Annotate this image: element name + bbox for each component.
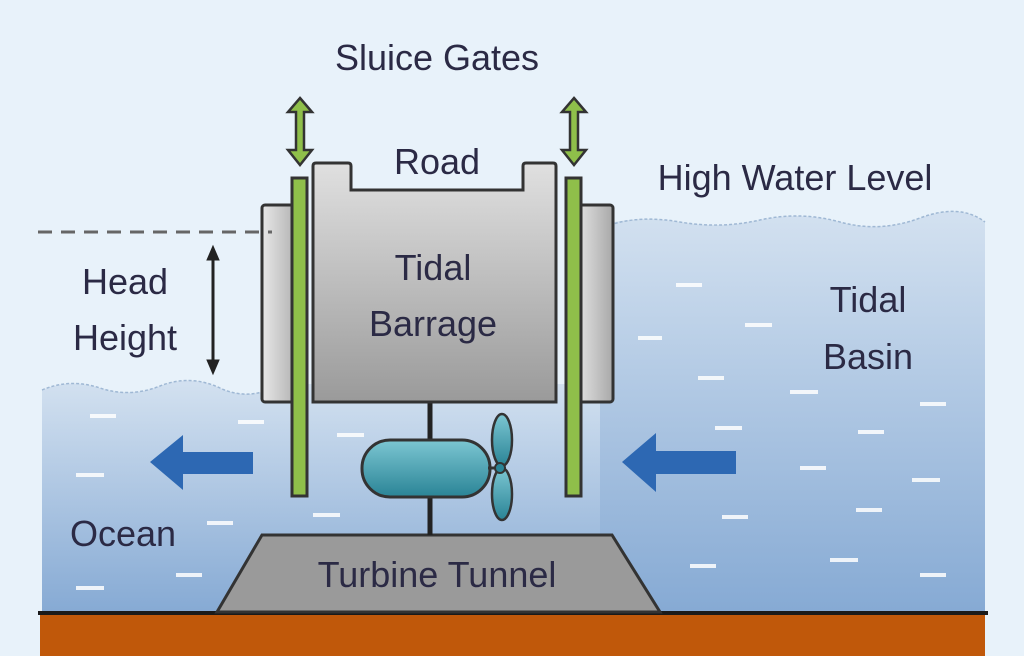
label-ocean: Ocean: [70, 513, 176, 554]
label-tidal-basin-2: Basin: [823, 336, 913, 377]
sluice-gate-left: [290, 176, 309, 498]
head-height-arrow-icon: [206, 244, 220, 376]
label-tidal-barrage-2: Barrage: [369, 303, 497, 344]
flow-arrow-basin-icon: [622, 433, 736, 492]
label-tidal-basin-1: Tidal: [830, 279, 907, 320]
label-turbine-tunnel: Turbine Tunnel: [318, 554, 557, 595]
turbine-icon: [360, 412, 514, 522]
gate-arrow-right-icon: [559, 96, 589, 168]
seabed-ground: [40, 614, 985, 656]
water-ripples: [76, 283, 946, 590]
ocean-surface: [41, 379, 281, 395]
tidal-barrage-body: [311, 161, 558, 404]
label-tidal-barrage-1: Tidal: [395, 247, 472, 288]
label-head-2: Height: [73, 317, 177, 358]
flow-arrow-ocean-icon: [150, 435, 253, 490]
sluice-gate-right: [564, 176, 583, 498]
gate-arrow-left-icon: [285, 96, 315, 168]
label-high-water-level: High Water Level: [658, 157, 933, 198]
basin-surface: [609, 210, 986, 228]
label-head-1: Head: [82, 261, 168, 302]
label-sluice-gates: Sluice Gates: [335, 37, 539, 78]
label-road: Road: [394, 141, 480, 182]
tidal-basin-water: [600, 211, 985, 612]
turbine-tunnel: [214, 533, 663, 614]
